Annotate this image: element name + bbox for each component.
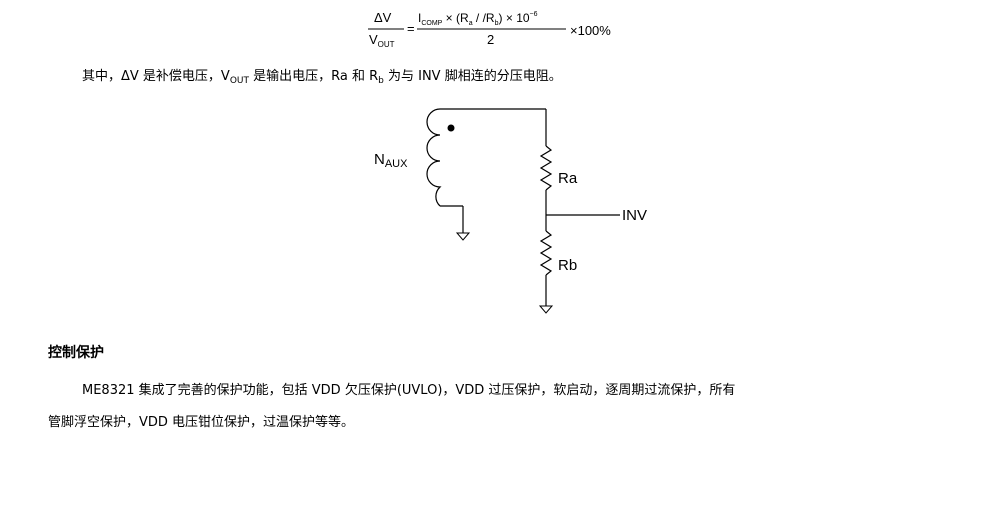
formula-equals: = — [407, 21, 415, 36]
section-paragraph-line2: 管脚浮空保护，VDD 电压钳位保护，过温保护等等。 — [48, 415, 355, 430]
compensation-formula: ΔV VOUT = ICOMP × (Ra / /Rb) × 10−6 2 ×1… — [368, 10, 611, 49]
polarity-dot — [447, 124, 455, 132]
resistor-rb — [539, 230, 553, 276]
label-naux: NAUX — [374, 151, 408, 170]
formula-rhs-numerator: ICOMP × (Ra / /Rb) × 10−6 — [418, 11, 538, 27]
formula-rhs-denominator: 2 — [487, 32, 494, 47]
divider-circuit-diagram: NAUX Ra Rb INV — [374, 108, 647, 314]
section-paragraph-line1: ME8321 集成了完善的保护功能，包括 VDD 欠压保护(UVLO)，VDD … — [82, 383, 736, 398]
formula-lhs-denominator-sub: OUT — [378, 40, 395, 49]
label-ra: Ra — [558, 170, 578, 187]
ground-symbol-divider — [538, 305, 554, 314]
label-inv: INV — [622, 207, 647, 224]
winding-coil — [426, 108, 442, 207]
section-title: 控制保护 — [48, 345, 104, 361]
ground-symbol-winding — [455, 232, 471, 241]
formula-lhs-denominator: VOUT — [369, 32, 395, 49]
resistor-ra — [539, 145, 553, 191]
label-rb: Rb — [558, 257, 577, 274]
paragraph-description: 其中，ΔV 是补偿电压，VOUT 是输出电压，Ra 和 Rb 为与 INV 脚相… — [82, 69, 562, 86]
formula-tail: ×100% — [570, 23, 611, 38]
formula-lhs-numerator: ΔV — [374, 10, 392, 25]
